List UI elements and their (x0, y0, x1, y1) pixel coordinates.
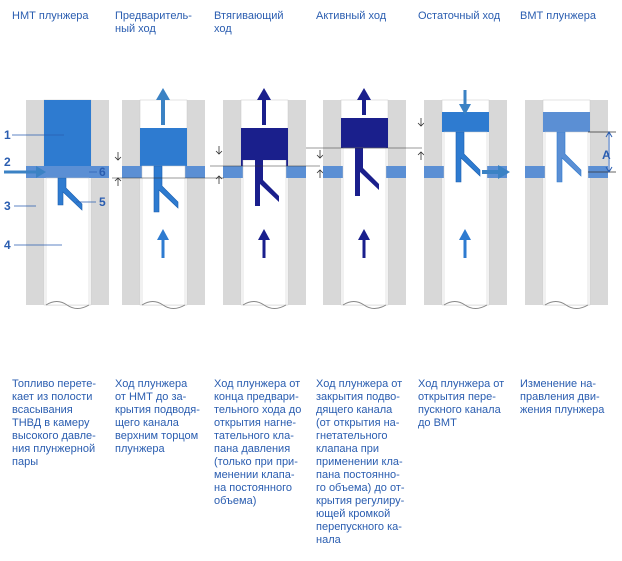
label-6: 6 (99, 165, 106, 179)
label-4: 4 (4, 238, 11, 252)
control-groove (355, 148, 379, 196)
stage-6-diagram: A (525, 99, 616, 309)
pressure-chamber (442, 112, 489, 132)
stage-desc-retraction: Ход плунжера от конца предвари- тельного… (214, 378, 302, 507)
stage-title-residual: Остаточный ход (418, 10, 501, 22)
outflow-arrowhead (257, 88, 271, 100)
barrel-wall-left (26, 100, 44, 305)
label-1: 1 (4, 128, 11, 142)
spill-arrowhead (498, 165, 510, 179)
stage-4-diagram (323, 88, 425, 309)
label-2: 2 (4, 155, 11, 169)
control-groove (455, 131, 481, 183)
stage-desc-active: Ход плунжера от закрытия подво- дящего к… (316, 378, 405, 546)
plunger (45, 177, 90, 306)
plunger-motion-arrowhead (358, 229, 370, 240)
stage-title-active: Активный ход (316, 10, 387, 22)
stage-desc-prestroke: Ход плунжера от НМТ до за- крытия подвод… (115, 378, 200, 455)
outflow-arrowhead (156, 88, 170, 100)
plunger-motion-arrowhead (258, 229, 270, 240)
stage-3-diagram (215, 88, 324, 309)
control-groove (556, 131, 582, 183)
pressure-chamber (44, 100, 91, 166)
supply-channel (26, 166, 109, 178)
outflow-arrowhead (357, 88, 371, 100)
control-groove (255, 160, 279, 206)
stage-title-tdc: ВМТ плунжера (520, 10, 596, 22)
stage-desc-tdc: Изменение на- правления дви- жения плунж… (520, 378, 605, 416)
stage-title-retraction: Втягивающий ход (214, 10, 284, 35)
stage-title-bdc: НМТ плунжера (12, 10, 89, 22)
inflow-arrowhead (459, 104, 471, 115)
plunger-motion-arrowhead (459, 229, 471, 240)
plunger-break (45, 301, 90, 309)
stage-title-prestroke: Предваритель- ный ход (115, 10, 192, 35)
barrel-wall-right (91, 100, 109, 305)
pressure-chamber (341, 118, 388, 148)
stage-2-diagram (114, 88, 205, 309)
stage-5-diagram (424, 90, 510, 309)
control-groove (153, 165, 179, 213)
inlet-arrowhead (36, 166, 46, 178)
pressure-chamber (140, 128, 187, 166)
pressure-chamber (543, 112, 590, 132)
label-3: 3 (4, 199, 11, 213)
stage-1-diagram: 1 2 3 4 5 6 (4, 99, 109, 309)
label-5: 5 (99, 195, 106, 209)
stage-desc-bdc: Топливо перете- кает из полости всасыван… (12, 378, 97, 468)
plunger-motion-arrowhead (157, 229, 169, 240)
stage-desc-residual: Ход плунжера от открытия пере- пускного … (418, 378, 505, 429)
dimension-a-label: A (602, 148, 611, 162)
